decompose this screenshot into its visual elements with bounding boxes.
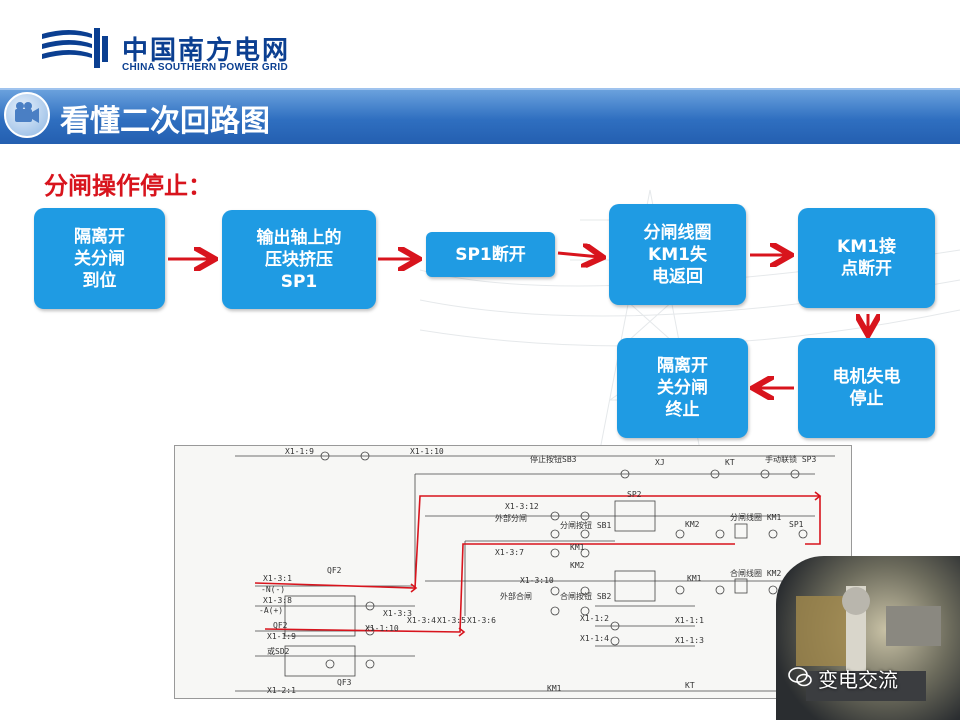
label-km1-a: KM1 [570,543,585,552]
label-km2-a: KM2 [685,520,700,529]
label-x1-1-9-top: X1-1:9 [285,447,314,456]
flow-step-4: 分闸线圈 KM1失 电返回 [609,204,746,305]
label-x1-1-10-top: X1-1:10 [410,447,444,456]
flow-step-6: 电机失电 停止 [798,338,935,438]
label-x1-3-5: X1-3:5 [437,616,466,625]
label-external-close: 外部合闸 [500,592,532,601]
header: 中国南方电网 CHINA SOUTHERN POWER GRID [0,0,960,88]
label-qf2: QF2 [327,566,342,575]
label-kt: KT [725,458,735,467]
label-kt-bottom: KT [685,681,695,690]
label-close-button-sb2: 合闸按钮 SB2 [560,592,612,601]
arrow-3 [557,253,600,257]
label-x1-2-1: X1-2:1 [267,686,296,695]
label-x1-1-9-mid: X1-1:9 [267,632,296,641]
label-xj: XJ [655,458,665,467]
label-km1-bottom: KM1 [547,684,562,693]
flow-step-3: SP1断开 [426,232,555,277]
brand-name-en: CHINA SOUTHERN POWER GRID [122,62,289,73]
label-x1-1-2: X1-1:2 [580,614,609,623]
label-km1-b: KM1 [687,574,702,583]
label-a-plus: -A(+) [259,606,284,615]
flow-step-2: 输出轴上的 压块挤压 SP1 [222,210,376,309]
label-x1-3-1: X1-3:1 [263,574,292,583]
label-x1-3-8: X1-3:8 [263,596,292,605]
label-manual-interlock-sp3: 手动联锁 SP3 [765,455,817,464]
watermark-text: 变电交流 [818,668,898,692]
label-x1-3-12: X1-3:12 [505,502,539,511]
flow-step-7: 隔离开 关分闸 终止 [617,338,748,438]
label-x1-1-3: X1-1:3 [675,636,704,645]
label-x1-1-1: X1-1:1 [675,616,704,625]
label-stop-button-sb3: 停止按钮SB3 [530,455,577,464]
label-open-button-sb1: 分闸按钮 SB1 [560,521,612,530]
wechat-icon [788,667,812,687]
label-sp1: SP1 [789,520,804,529]
flow-step-5: KM1接 点断开 [798,208,935,308]
equipment-photo [776,556,960,720]
brand-name-cn: 中国南方电网 [122,36,291,66]
china-southern-power-grid-logo [42,28,108,68]
label-n-minus: -N(-) [261,585,286,594]
flow-step-1: 隔离开 关分闸 到位 [34,208,165,309]
circuit-diagram: X1-1:9 X1-1:10 停止按钮SB3 XJ KT 手动联锁 SP3 X1… [174,445,852,699]
label-close-coil-km2: 合闸线圈 KM2 [730,569,782,578]
page-title: 看懂二次回路图 [60,104,270,139]
label-x1-3-3: X1-3:3 [383,609,412,618]
title-bar [0,88,960,144]
label-open-coil-km1: 分闸线圈 KM1 [730,513,782,522]
label-x1-1-10-mid: X1-1:10 [365,624,399,633]
label-x1-1-4: X1-1:4 [580,634,609,643]
label-x1-3-7: X1-3:7 [495,548,524,557]
circuit-drawing [235,451,835,692]
label-x1-3-10: X1-3:10 [520,576,554,585]
label-qf3: QF3 [337,678,352,687]
section-title: 分闸操作停止： [44,172,212,200]
label-km2-b: KM2 [570,561,585,570]
label-qf2-lower: QF2 [273,621,288,630]
camera-icon [4,92,50,138]
label-x1-3-4: X1-3:4 [407,616,436,625]
label-x1-3-6: X1-3:6 [467,616,496,625]
label-external-open: 外部分闸 [495,514,527,523]
flow-arrows [168,0,960,460]
label-or-sd2: 或SD2 [267,647,290,656]
label-sp2: SP2 [627,490,642,499]
